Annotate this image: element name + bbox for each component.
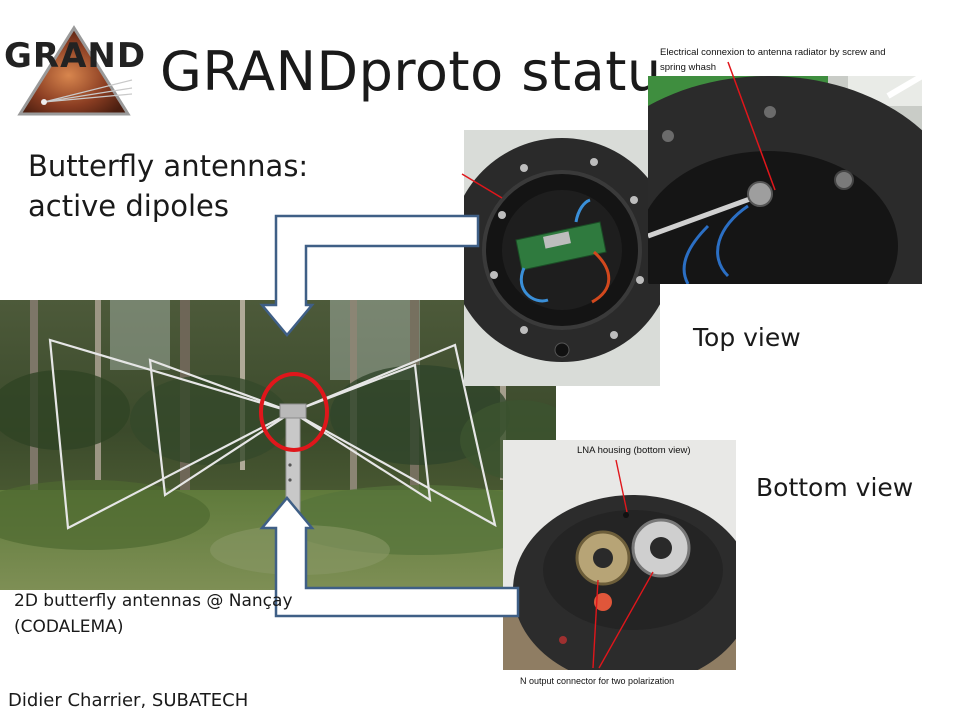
flow-arrows	[250, 210, 530, 630]
grand-logo: GRAND	[4, 22, 147, 122]
footer-author: Didier Charrier, SUBATECH	[8, 690, 249, 711]
logo-text: GRAND	[4, 36, 147, 76]
lna-top-view-photo	[464, 130, 660, 386]
antenna-hub-highlight	[258, 370, 330, 454]
screw-connection-note: Electrical connexion to antenna radiator…	[658, 44, 934, 76]
butterfly-antenna-photo	[0, 300, 556, 590]
slide-title: GRANDproto status	[160, 40, 691, 103]
photo-caption-line-2: (CODALEMA)	[14, 617, 124, 637]
subtitle-line-2: active dipoles	[28, 189, 229, 223]
top-view-label: Top view	[693, 323, 801, 352]
screw-note-line-1: Electrical connexion to antenna radiator…	[660, 47, 886, 58]
n-output-connector-note: N output connector for two polarization	[520, 676, 675, 686]
lna-bottom-view-photo	[503, 440, 736, 670]
screw-connection-photo	[648, 76, 922, 284]
slide-subtitle: Butterfly antennas: active dipoles	[28, 146, 308, 226]
photo-caption-line-1: 2D butterfly antennas @ Nançay	[14, 591, 293, 611]
pointer-lines	[460, 60, 780, 200]
screw-note-line-2: spring whash	[660, 62, 716, 73]
photo-caption: 2D butterfly antennas @ Nançay (CODALEMA…	[14, 588, 293, 640]
subtitle-line-1: Butterfly antennas:	[28, 149, 309, 183]
bottom-view-label: Bottom view	[756, 473, 914, 502]
lna-housing-note: LNA housing (bottom view)	[577, 445, 691, 456]
